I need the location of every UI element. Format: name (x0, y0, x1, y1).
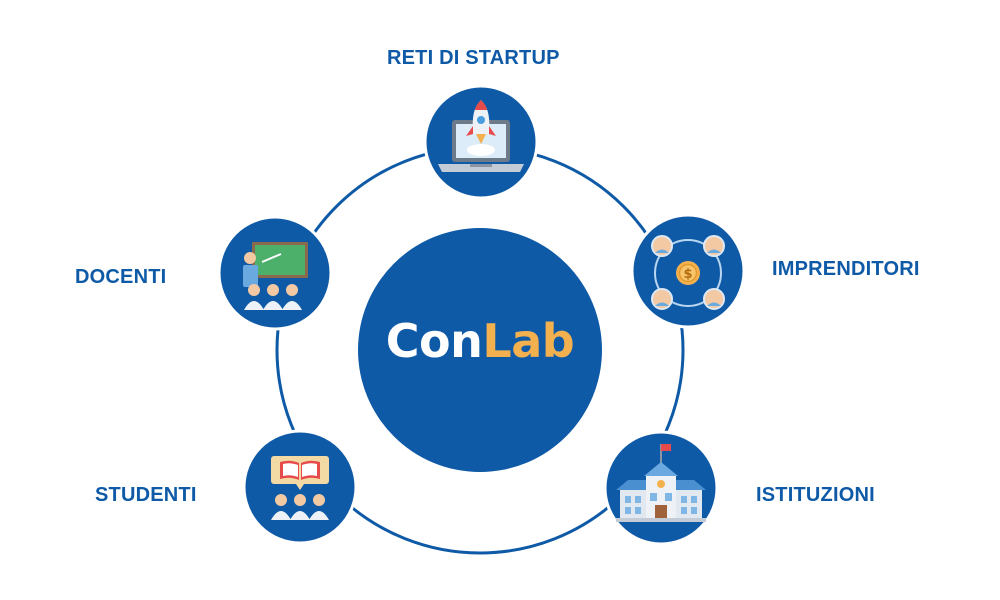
center-title: ConLab (360, 318, 600, 364)
svg-text:$: $ (683, 267, 692, 282)
school-building-icon (616, 444, 706, 522)
label-startup: RETI DI STARTUP (387, 47, 560, 69)
node-startup (423, 84, 539, 200)
center-title-part1: Con (385, 314, 483, 368)
label-docenti: DOCENTI (75, 266, 167, 288)
node-docenti (217, 215, 333, 331)
network-money-icon: $ (651, 235, 725, 310)
teacher-board-icon (243, 242, 308, 310)
node-studenti (242, 429, 358, 545)
students-book-icon (271, 456, 329, 520)
label-studenti: STUDENTI (95, 484, 197, 506)
label-istituzioni: ISTITUZIONI (756, 484, 875, 506)
rocket-laptop-icon (438, 100, 524, 172)
label-imprenditori: IMPRENDITORI (772, 258, 920, 280)
node-imprenditori: $ (630, 213, 746, 329)
center-circle (358, 228, 602, 472)
center-title-part2: Lab (482, 314, 575, 368)
node-istituzioni (603, 430, 719, 546)
